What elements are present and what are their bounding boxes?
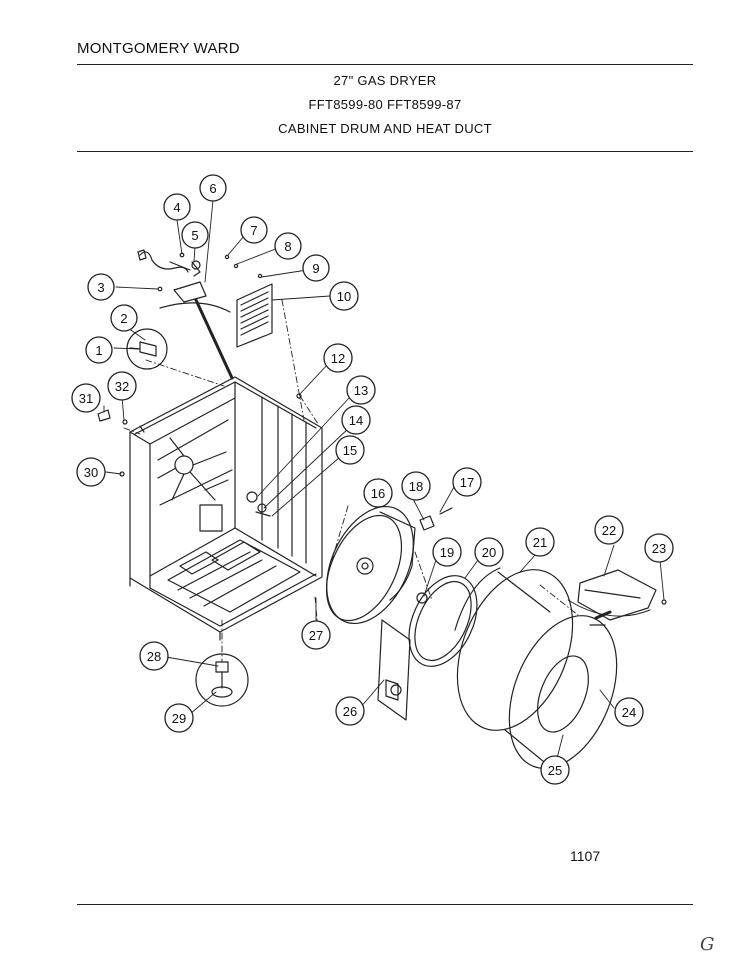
vent-grille: [224, 254, 273, 348]
callout-8: 8: [274, 232, 302, 260]
footer-rule: [77, 904, 693, 905]
header-bottom-rule: [77, 151, 693, 152]
callout-16: 16: [363, 478, 393, 508]
callout-32-label: 32: [115, 379, 129, 394]
callout-25: 25: [540, 755, 570, 785]
callout-28: 28: [139, 641, 169, 671]
callout-22: 22: [594, 515, 624, 545]
callout-7: 7: [240, 216, 268, 244]
callout-29-label: 29: [172, 711, 186, 726]
callout-26: 26: [335, 696, 365, 726]
callout-27-label: 27: [309, 628, 323, 643]
diagram-title: 27" GAS DRYER: [333, 73, 437, 88]
callout-1-label: 1: [95, 343, 102, 358]
callout-18: 18: [401, 471, 431, 501]
section-title: CABINET DRUM AND HEAT DUCT: [278, 121, 492, 136]
callout-17: 17: [452, 467, 482, 497]
callout-18-label: 18: [409, 479, 423, 494]
callout-10: 10: [329, 281, 359, 311]
callout-14: 14: [341, 405, 371, 435]
callout-5: 5: [181, 221, 209, 249]
callout-3: 3: [87, 273, 115, 301]
callout-15: 15: [335, 435, 365, 465]
callout-23: 23: [644, 533, 674, 563]
callout-20-label: 20: [482, 545, 496, 560]
callout-29: 29: [164, 703, 194, 733]
callout-21-label: 21: [533, 535, 547, 550]
callout-8-label: 8: [284, 239, 291, 254]
callout-30-label: 30: [84, 465, 98, 480]
callout-13-label: 13: [354, 383, 368, 398]
callout-12-label: 12: [331, 351, 345, 366]
callout-1: 1: [85, 336, 113, 364]
corner-handwritten-mark: G: [700, 934, 715, 955]
model-numbers: FFT8599-80 FFT8599-87: [308, 97, 462, 112]
callout-17-label: 17: [460, 475, 474, 490]
callout-30: 30: [76, 457, 106, 487]
drum-seal: [408, 575, 478, 667]
leveling-leg: [195, 653, 249, 707]
callout-5-label: 5: [191, 228, 198, 243]
callout-15-label: 15: [343, 443, 357, 458]
callout-4: 4: [163, 193, 191, 221]
cabinet: [129, 376, 323, 641]
callout-24-label: 24: [622, 705, 636, 720]
callout-6-label: 6: [209, 181, 216, 196]
callout-19: 19: [432, 537, 462, 567]
callout-20: 20: [474, 537, 504, 567]
callout-10-label: 10: [337, 289, 351, 304]
callout-21: 21: [525, 527, 555, 557]
brand-name: MONTGOMERY WARD: [77, 40, 240, 57]
callout-31: 31: [71, 383, 101, 413]
callout-14-label: 14: [349, 413, 363, 428]
lint-duct: [377, 619, 411, 721]
callout-9: 9: [302, 254, 330, 282]
callout-4-label: 4: [173, 200, 180, 215]
callout-31-label: 31: [79, 391, 93, 406]
callout-23-label: 23: [652, 541, 666, 556]
callout-28-label: 28: [147, 649, 161, 664]
page-number: 1107: [570, 848, 601, 864]
callout-7-label: 7: [250, 223, 257, 238]
callout-12: 12: [323, 343, 353, 373]
drum: [454, 567, 618, 776]
callout-32: 32: [107, 371, 137, 401]
callout-26-label: 26: [343, 704, 357, 719]
callout-2-label: 2: [120, 311, 127, 326]
callout-3-label: 3: [97, 280, 104, 295]
callout-2: 2: [110, 304, 138, 332]
drum-baffle: [577, 569, 667, 621]
callout-24: 24: [614, 697, 644, 727]
callout-19-label: 19: [440, 545, 454, 560]
top-rule: [77, 64, 693, 65]
callout-6: 6: [199, 174, 227, 202]
callout-22-label: 22: [602, 523, 616, 538]
callout-25-label: 25: [548, 763, 562, 778]
thermostat-assembly: [137, 249, 231, 313]
callout-9-label: 9: [312, 261, 319, 276]
front-bulkhead: [325, 505, 416, 625]
callout-27: 27: [301, 620, 331, 650]
callout-16-label: 16: [371, 486, 385, 501]
callout-13: 13: [346, 375, 376, 405]
